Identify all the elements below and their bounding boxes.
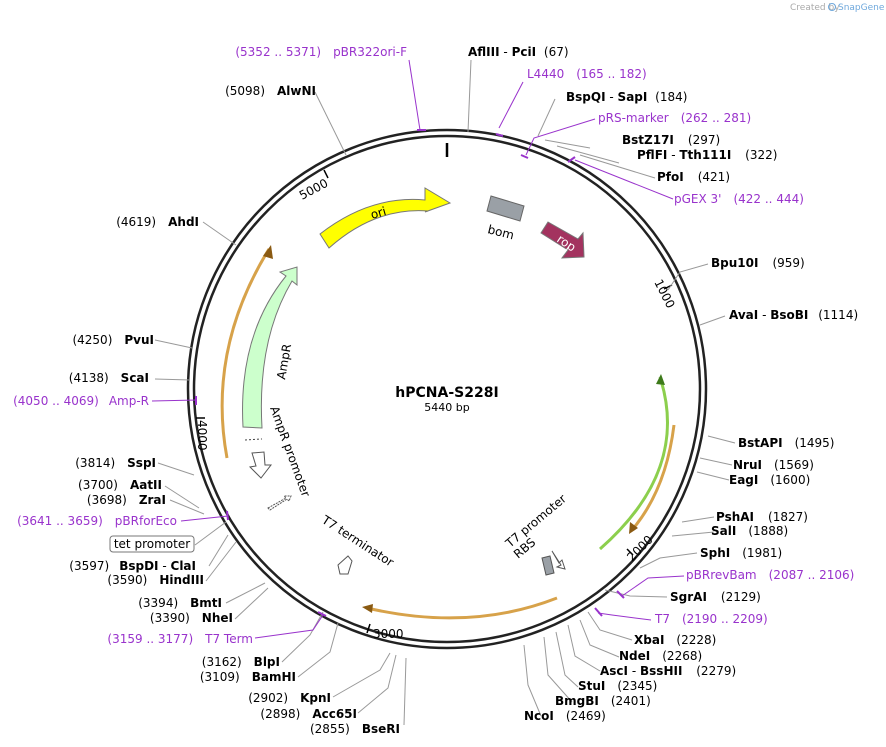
label-pbr322ori: (5352 .. 5371)pBR322ori-F	[235, 45, 407, 59]
plasmid-length: 5440 bp	[424, 401, 469, 414]
cds-orange-bottom	[366, 596, 558, 620]
ori-arrow	[319, 187, 452, 249]
ampr-promoter-label: AmpR promoter	[267, 404, 313, 498]
label-xbai: XbaI(2228)	[634, 633, 716, 647]
label-l4440: L4440(165 .. 182)	[527, 67, 647, 81]
ampr-label: AmpR	[274, 343, 294, 381]
credit-prefix: Created by	[790, 3, 840, 13]
ampr-arrow	[242, 266, 298, 429]
label-pgex: pGEX 3'(422 .. 444)	[674, 192, 804, 206]
label-blpi: (3162)BlpI	[202, 655, 280, 669]
label-hindiii: (3590)HindIII	[107, 573, 204, 587]
label-ahdi: (4619)AhdI	[116, 215, 199, 229]
label-ncoi: NcoI(2469)	[524, 709, 606, 723]
label-stui: StuI(2345)	[578, 679, 657, 693]
labels-right: AflIII - PciI (67) L4440(165 .. 182) Bsp…	[468, 45, 858, 723]
label-acc65i: (2898)Acc65I	[260, 707, 357, 721]
rop-arrow	[540, 221, 585, 259]
tet-promoter-box	[109, 535, 195, 553]
leader-lines	[154, 59, 736, 726]
plasmid-name: hPCNA-S228I	[395, 385, 498, 401]
ori-label: ori	[369, 204, 388, 222]
t7-terminator-label: T7 terminator	[319, 512, 397, 569]
label-sali: SalI(1888)	[711, 524, 788, 538]
label-bamhi: (3109)BamHI	[200, 670, 296, 684]
cds-orange-left	[220, 248, 271, 459]
label-bspdi: (3597)BspDI - ClaI	[69, 559, 196, 573]
label-pbrforeco: (3641 .. 3659)pBRforEco	[17, 514, 177, 528]
label-asci: AscI - BssHII (2279)	[600, 664, 736, 678]
ampr-promoter-arrow	[248, 451, 273, 479]
label-sspi: (3814)SspI	[75, 456, 156, 470]
label-bseri: (2855)BseRI	[310, 722, 400, 736]
label-bstz17i: BstZ17I(297)	[622, 133, 720, 147]
snapgene-logo-icon	[828, 3, 836, 11]
label-bmgbi: BmgBI(2401)	[555, 694, 651, 708]
label-bspqi: BspQI - SapI (184)	[566, 90, 687, 104]
tet-promoter-arrow	[267, 495, 292, 511]
credit-brand: SnapGene	[838, 3, 885, 13]
tick-5000: 5000	[297, 176, 331, 203]
bom-label: bom	[486, 222, 515, 242]
label-kpni: (2902)KpnI	[248, 691, 331, 705]
label-eagi: EagI(1600)	[729, 473, 810, 487]
label-pshai: PshAI(1827)	[716, 510, 808, 524]
labels-left: (5352 .. 5371)pBR322ori-F (5098)AlwNI (4…	[13, 45, 407, 736]
label-scai: (4138)ScaI	[69, 371, 149, 385]
label-zrai: (3698)ZraI	[87, 493, 166, 507]
tet-promoter-label: tet promoter	[114, 537, 190, 551]
label-sphi: SphI(1981)	[700, 546, 782, 560]
label-pvui: (4250)PvuI	[72, 333, 154, 347]
label-sgrai: SgrAI(2129)	[670, 590, 761, 604]
t7-promoter-label: T7 promoter	[502, 492, 569, 551]
tick-4000: 4000	[195, 420, 209, 451]
label-t7: T7(2190 .. 2209)	[654, 612, 768, 626]
cds-green-right	[599, 376, 669, 551]
bom-box	[486, 195, 525, 222]
label-pflfi: PflFI - Tth111I (322)	[637, 148, 777, 162]
label-avai: AvaI - BsoBI (1114)	[729, 308, 858, 322]
label-aflIII: AflIII - PciI (67)	[468, 45, 569, 59]
label-bmti: (3394)BmtI	[138, 596, 222, 610]
label-ndei: NdeI(2268)	[619, 649, 702, 663]
cds-orange-right	[630, 424, 676, 531]
label-pbrrevbam: pBRrevBam(2087 .. 2106)	[686, 568, 854, 582]
label-pfoi: PfoI(421)	[657, 170, 730, 184]
backbone	[186, 128, 708, 650]
rbs-box	[541, 555, 555, 576]
tick-3000: 3000	[373, 627, 404, 641]
label-prs-marker: pRS-marker(262 .. 281)	[598, 111, 751, 125]
primer-leaders	[151, 59, 685, 639]
label-t7-term: (3159 .. 3177)T7 Term	[107, 632, 253, 646]
t7-terminator-icon	[337, 555, 353, 575]
label-aatii: (3700)AatII	[78, 478, 162, 492]
label-amp-r: (4050 .. 4069)Amp-R	[13, 394, 149, 408]
label-bpu10i: Bpu10I(959)	[711, 256, 805, 270]
label-bstapi: BstAPI(1495)	[738, 436, 834, 450]
label-nhei: (3390)NheI	[150, 611, 233, 625]
label-nrui: NruI(1569)	[733, 458, 814, 472]
label-alwni: (5098)AlwNI	[225, 84, 316, 98]
credit: Created by SnapGene	[790, 3, 885, 13]
t7-promoter-arrow	[551, 550, 566, 570]
